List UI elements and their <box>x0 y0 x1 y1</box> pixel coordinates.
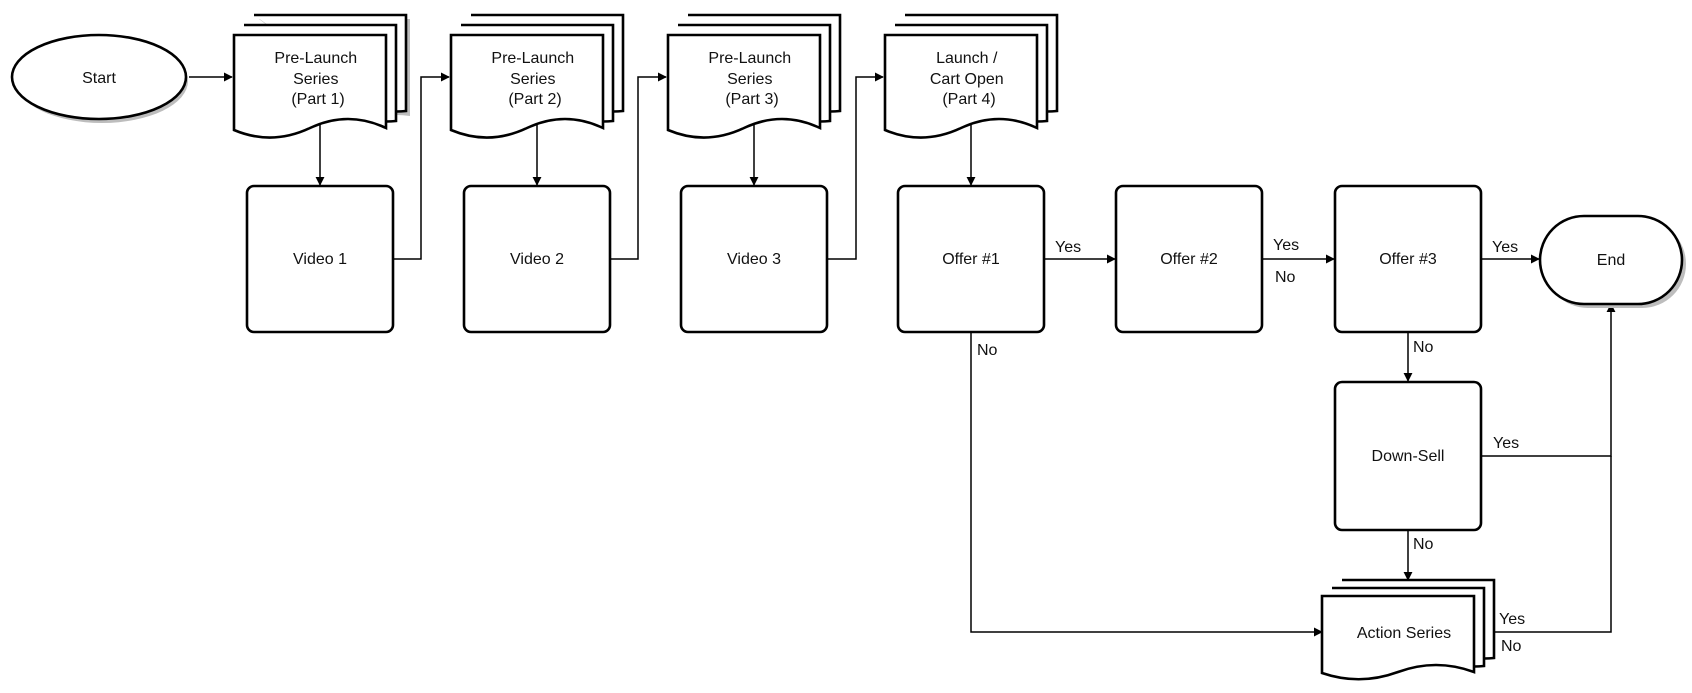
video-label-3: Video 3 <box>727 251 781 268</box>
edge-label-offer3-yes: Yes <box>1492 239 1518 256</box>
action-series-node: Action Series <box>1320 578 1496 681</box>
edge-label-action-no: No <box>1501 638 1522 655</box>
end-label: End <box>1597 252 1625 269</box>
doc-node-1: Pre-Launch Series (Part 1) <box>232 13 410 139</box>
video-node-2: Video 2 <box>462 184 612 334</box>
edge-labels: Yes No Yes No Yes No Yes No Yes No <box>977 237 1525 655</box>
video-label-2: Video 2 <box>510 251 564 268</box>
edges <box>189 72 1616 637</box>
edge-video3-doc4 <box>828 72 884 260</box>
doc-node-3: Pre-Launch Series (Part 3) <box>666 13 842 139</box>
doc-node-4: Launch / Cart Open (Part 4) <box>883 13 1059 139</box>
doc-label-1: Pre-Launch Series (Part 1) <box>274 50 361 108</box>
edge-label-offer2-no: No <box>1275 269 1296 286</box>
start-node: Start <box>10 33 188 123</box>
action-series-label: Action Series <box>1357 625 1451 642</box>
offer-label-2: Offer #2 <box>1160 251 1218 268</box>
edge-label-action-yes: Yes <box>1499 611 1525 628</box>
doc-label-4: Launch / Cart Open (Part 4) <box>930 50 1008 108</box>
downsell-node: Down-Sell <box>1333 380 1483 532</box>
edge-label-offer3-no: No <box>1413 339 1434 356</box>
video-node-3: Video 3 <box>679 184 829 334</box>
edge-label-offer2-yes: Yes <box>1273 237 1299 254</box>
edge-label-downsell-no: No <box>1413 536 1434 553</box>
end-node: End <box>1538 214 1686 308</box>
edge-video1-doc2 <box>394 72 450 260</box>
edge-label-offer1-no: No <box>977 342 998 359</box>
doc-label-3: Pre-Launch Series (Part 3) <box>708 50 795 108</box>
offer-node-3: Offer #3 <box>1333 184 1483 334</box>
video-node-1: Video 1 <box>245 184 395 334</box>
edge-video2-doc3 <box>611 72 667 260</box>
doc-label-2: Pre-Launch Series (Part 2) <box>491 50 578 108</box>
offer-node-1: Offer #1 <box>896 184 1046 334</box>
offer-label-3: Offer #3 <box>1379 251 1437 268</box>
offer-label-1: Offer #1 <box>942 251 1000 268</box>
edge-label-offer1-yes: Yes <box>1055 239 1081 256</box>
downsell-label: Down-Sell <box>1372 448 1445 465</box>
video-label-1: Video 1 <box>293 251 347 268</box>
edge-offer1-action <box>970 333 1323 637</box>
edge-downsell-end <box>1481 303 1616 457</box>
start-label: Start <box>82 70 116 87</box>
edge-action-end <box>1494 456 1612 633</box>
doc-node-2: Pre-Launch Series (Part 2) <box>449 13 625 139</box>
offer-node-2: Offer #2 <box>1114 184 1264 334</box>
edge-label-downsell-yes: Yes <box>1493 435 1519 452</box>
